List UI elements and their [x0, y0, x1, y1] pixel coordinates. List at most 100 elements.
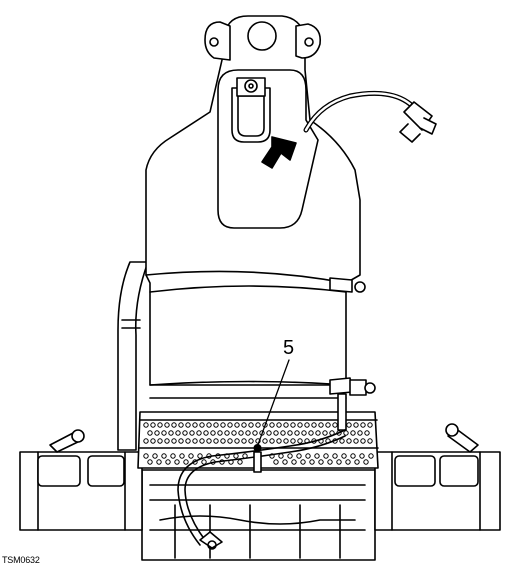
perforation-hole [182, 430, 188, 436]
perforation-hole [323, 453, 329, 459]
perforation-hole [282, 459, 288, 465]
perforation-hole [157, 438, 163, 444]
perforation-hole [325, 422, 331, 428]
perforation-hole [341, 453, 347, 459]
perforation-hole [269, 422, 275, 428]
perforation-hole [315, 430, 321, 436]
perforation-hole [245, 430, 251, 436]
callout-5-leader [256, 359, 290, 447]
lifting-eye [231, 77, 271, 143]
perforation-hole [357, 430, 363, 436]
perforation-hole [183, 459, 189, 465]
perforation-hole [199, 422, 205, 428]
perforation-hole [305, 453, 311, 459]
perforation-hole [238, 430, 244, 436]
perforation-hole [179, 453, 185, 459]
perforation-hole [201, 459, 207, 465]
wiring-harness [177, 429, 346, 550]
perforation-hole [353, 438, 359, 444]
perforation-hole [276, 422, 282, 428]
perforation-hole [287, 430, 293, 436]
perforation-hole [255, 422, 261, 428]
perforation-hole [359, 453, 365, 459]
perforation-hole [301, 430, 307, 436]
perforation-hole [294, 430, 300, 436]
perforation-hole [152, 453, 158, 459]
perforation-hole [368, 453, 374, 459]
perforation-hole [314, 453, 320, 459]
perforation-hole [171, 422, 177, 428]
perforation-hole [156, 459, 162, 465]
perforation-hole [233, 453, 239, 459]
perforation-hole [178, 438, 184, 444]
perforation-hole [290, 438, 296, 444]
perforation-hole [248, 438, 254, 444]
perforation-hole [150, 422, 156, 428]
mounting-flange [204, 21, 322, 61]
perforation-hole [346, 438, 352, 444]
perforation-hole [231, 430, 237, 436]
perforation-hole [174, 459, 180, 465]
perforation-hole [178, 422, 184, 428]
perforation-hole [164, 422, 170, 428]
perforation-hole [241, 438, 247, 444]
perforation-hole [237, 459, 243, 465]
perforation-hole [262, 438, 268, 444]
perforation-hole [339, 438, 345, 444]
callout-label-5: 5 [283, 337, 295, 359]
perforation-hole [304, 422, 310, 428]
perforation-hole [189, 430, 195, 436]
perforation-hole [227, 438, 233, 444]
perforation-hole [252, 430, 258, 436]
perforation-hole [234, 438, 240, 444]
perforation-hole [287, 453, 293, 459]
perforation-hole [322, 430, 328, 436]
perforation-hole [343, 430, 349, 436]
perforation-hole [364, 430, 370, 436]
perforation-hole [350, 430, 356, 436]
perforation-hole [363, 459, 369, 465]
perforation-hole [278, 453, 284, 459]
perforation-hole [308, 430, 314, 436]
perforation-hole [367, 438, 373, 444]
perforation-hole [354, 459, 360, 465]
perforation-hole [161, 430, 167, 436]
perforation-hole [170, 453, 176, 459]
perforation-hole [283, 438, 289, 444]
perforation-hole [150, 438, 156, 444]
perforation-hole [241, 422, 247, 428]
perforation-hole [280, 430, 286, 436]
perforation-hole [165, 459, 171, 465]
perforation-hole [327, 459, 333, 465]
perforation-hole [273, 430, 279, 436]
perforation-hole [269, 438, 275, 444]
perforation-hole [185, 422, 191, 428]
sensor-probe [253, 443, 262, 473]
perforation-hole [143, 422, 149, 428]
engine-block [141, 469, 376, 561]
perforation-hole [360, 422, 366, 428]
perforation-hole [161, 453, 167, 459]
sensor-cable [303, 90, 437, 143]
perforation-hole [199, 438, 205, 444]
perforation-hole [210, 430, 216, 436]
perforation-holes [143, 422, 374, 465]
perforation-hole [266, 430, 272, 436]
perforation-hole [360, 438, 366, 444]
perforation-hole [213, 438, 219, 444]
perforation-hole [345, 459, 351, 465]
perforation-hole [157, 422, 163, 428]
perforation-hole [297, 422, 303, 428]
perforation-hole [217, 430, 223, 436]
perforation-hole [227, 422, 233, 428]
perforation-hole [248, 422, 254, 428]
perforation-hole [147, 430, 153, 436]
perforation-hole [206, 422, 212, 428]
perforation-hole [192, 422, 198, 428]
filled-arrow-icon [261, 136, 297, 169]
upper-clamp [329, 277, 366, 293]
perforation-hole [332, 422, 338, 428]
perforation-hole [143, 453, 149, 459]
perforation-hole [213, 422, 219, 428]
